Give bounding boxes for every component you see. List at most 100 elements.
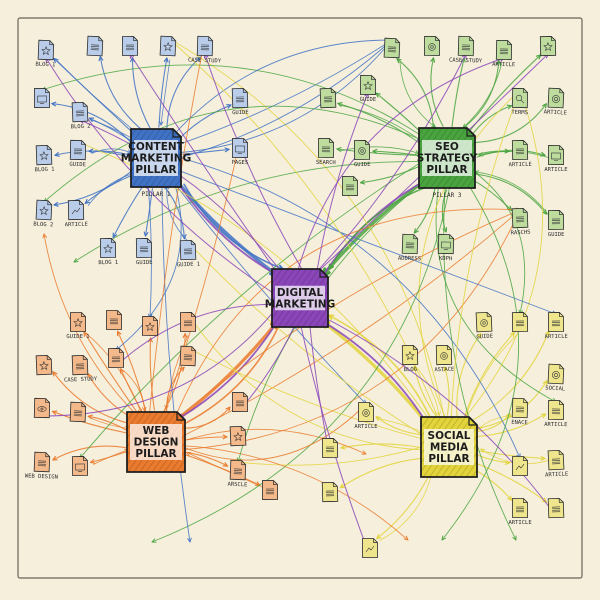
document-label: BLOG 1 <box>35 167 55 174</box>
text-lines-icon <box>183 248 193 255</box>
social-document[interactable]: ARTICLE <box>544 400 568 428</box>
web-document[interactable] <box>179 312 197 332</box>
web-document[interactable]: ARSCLE <box>227 459 248 489</box>
web-return-arrow <box>86 333 142 414</box>
seo-document[interactable]: ARTICLE <box>544 145 568 173</box>
content-document[interactable]: BLOG 1 <box>34 144 55 174</box>
web-document[interactable] <box>69 401 87 423</box>
seo-document[interactable]: SEARCH <box>316 138 336 166</box>
center-to-doc-arrow <box>297 309 371 557</box>
web-document[interactable]: CASE STUDY <box>63 354 98 384</box>
pillar-fold <box>172 129 181 138</box>
content-document[interactable]: GUIDE 1 <box>176 239 200 268</box>
content-document[interactable] <box>121 36 139 56</box>
social-document[interactable]: ASTACE <box>434 345 455 373</box>
seo-document[interactable]: KDPH <box>437 233 455 262</box>
seo-document[interactable]: CASE STUDY <box>449 35 484 65</box>
seo-document[interactable]: ADDRESS <box>398 233 422 262</box>
content-arrow-head <box>54 152 60 157</box>
content-document[interactable]: GUIDE <box>231 87 249 116</box>
content-document[interactable]: PAGES <box>232 138 249 166</box>
social-document[interactable]: SOCIAL <box>545 363 567 393</box>
document-fold <box>243 138 248 143</box>
seo-document[interactable] <box>539 36 557 57</box>
seo-document[interactable] <box>319 87 337 109</box>
document-fold <box>559 400 564 405</box>
content-document[interactable] <box>86 35 104 57</box>
social-document[interactable]: ENACE <box>511 397 529 426</box>
seo-document[interactable]: ARTICLE <box>544 87 569 117</box>
seo-document[interactable] <box>383 37 401 59</box>
seo-document[interactable]: TERMS <box>511 87 529 116</box>
web-document[interactable] <box>232 392 248 412</box>
content-document[interactable]: GUIDE <box>69 139 87 168</box>
web-document[interactable]: GUIDE 1 <box>66 312 90 340</box>
seo-document[interactable]: GUIDE <box>548 210 565 238</box>
web-document[interactable] <box>141 316 158 336</box>
document-label: BLOG <box>404 367 417 373</box>
content-document[interactable]: BLOG 2 <box>33 199 54 228</box>
seo-document[interactable]: GUIDE <box>353 140 371 168</box>
social-document[interactable] <box>511 312 529 333</box>
web-document[interactable] <box>106 310 122 330</box>
document-sheet <box>107 348 125 368</box>
social-document[interactable] <box>362 538 378 558</box>
content-document[interactable]: ARTICLE <box>64 200 88 228</box>
social-document[interactable] <box>321 482 339 503</box>
document-label: ARTICLE <box>545 471 568 478</box>
web-document[interactable] <box>262 480 278 500</box>
content-document[interactable]: BLOG 1 <box>35 39 56 68</box>
social-to-center-arrow-2-head <box>327 314 335 320</box>
web-document[interactable] <box>107 348 125 368</box>
web-document[interactable]: WEB DESIGN <box>25 451 59 481</box>
web-arrow <box>149 337 155 411</box>
content-document[interactable] <box>34 88 50 108</box>
text-lines-icon <box>387 46 397 53</box>
content-arrow-head <box>226 104 232 109</box>
web-arrow-head <box>51 410 58 416</box>
document-fold <box>523 398 528 404</box>
seo-document[interactable]: ARTICLE <box>508 140 532 168</box>
seo-arrow-head <box>413 228 419 234</box>
social-document[interactable]: BLOG <box>401 345 419 373</box>
seo-document[interactable]: ARTICLE <box>492 39 516 68</box>
social-document[interactable] <box>512 456 528 476</box>
monitor-icon <box>551 152 561 161</box>
content-document[interactable]: BLOG 2 <box>70 101 91 130</box>
content-document[interactable]: GUIDE <box>135 238 153 266</box>
cross-link-arrow <box>154 139 241 440</box>
content-document[interactable] <box>159 35 177 57</box>
web-document[interactable] <box>71 456 89 477</box>
social-document[interactable] <box>547 497 565 519</box>
text-lines-icon <box>235 96 245 103</box>
social-document[interactable]: ARTICLE <box>354 402 378 430</box>
pillar-title-line: PILLAR <box>135 448 176 460</box>
web-document[interactable] <box>33 397 51 419</box>
social-document[interactable] <box>321 438 339 459</box>
web-document[interactable] <box>229 425 247 447</box>
social-document[interactable]: ARTICLE <box>544 312 568 340</box>
web-document[interactable] <box>35 354 53 376</box>
document-label: ARSCLE <box>227 482 247 489</box>
content-document[interactable]: BLOG 1 <box>98 238 118 266</box>
content-document[interactable]: CASE STUDY <box>188 35 223 65</box>
seo-document[interactable] <box>423 36 440 56</box>
web-document[interactable] <box>179 345 197 367</box>
social-document[interactable]: GUIDE <box>475 311 493 340</box>
seo-document[interactable] <box>342 176 358 196</box>
text-lines-icon <box>111 356 121 363</box>
cross-link-arrow <box>187 241 442 448</box>
seo-document[interactable]: GUIDE <box>360 75 377 103</box>
social-document[interactable]: ARTICLE <box>544 449 568 479</box>
social-document[interactable]: ARTICLE <box>508 498 532 526</box>
seo-document[interactable]: RASCHS <box>510 207 531 236</box>
content-to-center-arrow <box>174 178 279 277</box>
monitor-icon <box>441 241 451 250</box>
text-lines-icon <box>551 408 561 415</box>
